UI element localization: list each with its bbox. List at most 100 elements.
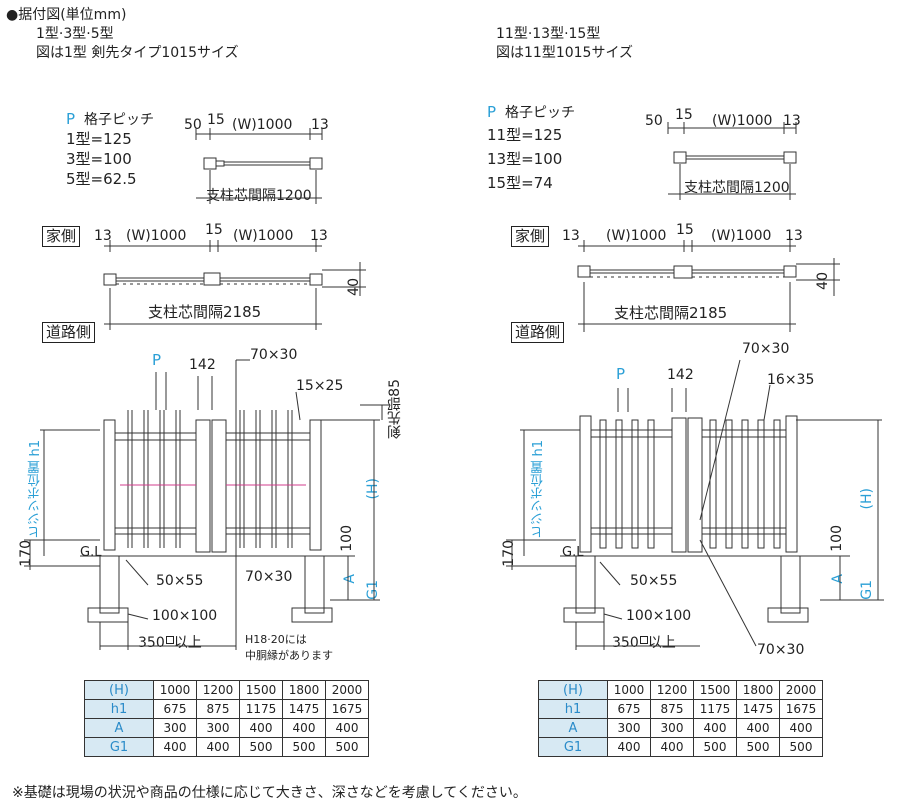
right-subtitle-1: 11型·13型·15型 <box>496 26 601 42</box>
table-cell: 2000 <box>325 680 369 700</box>
left-mid-dim-15: 15 <box>205 222 223 238</box>
right-road-side: 道路側 <box>511 322 565 344</box>
left-road-side: 道路側 <box>42 322 96 344</box>
right-top-dim-15: 15 <box>675 107 693 123</box>
table-cell: 1200 <box>196 680 240 700</box>
right-top-dim-w: (W)1000 <box>712 113 773 129</box>
right-top-dim-50: 50 <box>645 113 663 129</box>
left-mid-dim-w2: (W)1000 <box>233 228 294 244</box>
right-pickets <box>599 419 781 549</box>
left-subtitle-1: 1型·3型·5型 <box>36 26 114 42</box>
left-pitch-item-3: 5型=62.5 <box>66 170 137 188</box>
right-mid-dim-15: 15 <box>676 222 694 238</box>
table-cell: 1000 <box>607 680 651 700</box>
footer-note: ※基礎は現場の状況や商品の仕様に応じて大きさ、深さなどを考慮してください。 <box>12 785 527 801</box>
right-spec-table: (H) 1000 1200 1500 1800 2000 h1 675 875 … <box>538 680 823 757</box>
right-mid-dim-w2: (W)1000 <box>711 228 772 244</box>
left-mid-dim-w1: (W)1000 <box>126 228 187 244</box>
table-cell: (H) <box>84 680 154 700</box>
table-cell: 1175 <box>239 699 283 719</box>
left-elev-note2: 中胴縁があります <box>245 649 333 662</box>
right-mid-span: 支柱芯間隔2185 <box>614 304 728 322</box>
table-cell: 1800 <box>282 680 326 700</box>
table-cell: 500 <box>779 737 823 757</box>
table-cell: 1475 <box>736 699 780 719</box>
right-pitch-item-2: 13型=100 <box>487 150 563 168</box>
left-elev-100x100: 100×100 <box>152 608 218 624</box>
table-cell: 500 <box>282 737 326 757</box>
left-house-side: 家側 <box>42 226 81 248</box>
right-pitch-title: 格子ピッチ <box>505 105 575 121</box>
right-pitch-item-1: 11型=125 <box>487 126 563 144</box>
table-row: (H) 1000 1200 1500 1800 2000 <box>538 680 823 700</box>
right-mid-plan <box>577 240 840 332</box>
table-cell: 400 <box>650 737 694 757</box>
right-mid-dim-w1: (W)1000 <box>606 228 667 244</box>
table-cell: 1000 <box>153 680 197 700</box>
table-cell: 400 <box>282 718 326 738</box>
left-pitch-item-1: 1型=125 <box>66 130 132 148</box>
right-elev-16x35: 16×35 <box>767 372 815 388</box>
right-elev-50x55: 50×55 <box>630 573 678 589</box>
left-top-plan <box>195 128 323 204</box>
table-cell: h1 <box>538 699 608 719</box>
left-pickets <box>127 410 293 548</box>
table-cell: h1 <box>84 699 154 719</box>
right-pitch-p: P <box>487 103 497 121</box>
left-mid-dim-13b: 13 <box>310 228 328 244</box>
right-mid-dim-13b: 13 <box>785 228 803 244</box>
table-cell: 400 <box>196 737 240 757</box>
left-elev-p: P <box>152 351 162 369</box>
table-cell: (H) <box>538 680 608 700</box>
right-subtitle-2: 図は11型1015サイズ <box>496 45 634 61</box>
left-elev-142: 142 <box>189 357 216 373</box>
right-elev-142: 142 <box>667 367 694 383</box>
left-mid-plan <box>103 240 366 330</box>
left-top-dim-13: 13 <box>311 117 329 133</box>
left-elev-70x30b: 70×30 <box>245 569 293 585</box>
table-cell: 1500 <box>239 680 283 700</box>
table-cell: 1475 <box>282 699 326 719</box>
page-title: ●据付図(単位mm) <box>6 7 127 23</box>
table-cell: 400 <box>779 718 823 738</box>
table-cell: 400 <box>239 718 283 738</box>
table-cell: A <box>84 718 154 738</box>
table-cell: 400 <box>325 718 369 738</box>
table-row: h1 675 875 1175 1475 1675 <box>84 699 369 719</box>
table-cell: 1800 <box>736 680 780 700</box>
left-subtitle-2: 図は1型 剣先タイプ1015サイズ <box>36 45 239 61</box>
right-top-plan <box>667 122 797 200</box>
table-cell: 500 <box>736 737 780 757</box>
right-elev-p: P <box>616 365 626 383</box>
table-cell: 1200 <box>650 680 694 700</box>
left-elev-50x55: 50×55 <box>156 573 204 589</box>
table-row: h1 675 875 1175 1475 1675 <box>538 699 823 719</box>
table-cell: 1675 <box>779 699 823 719</box>
table-cell: 300 <box>153 718 197 738</box>
left-mid-span: 支柱芯間隔2185 <box>148 303 262 321</box>
table-cell: G1 <box>538 737 608 757</box>
table-row: (H) 1000 1200 1500 1800 2000 <box>84 680 369 700</box>
table-cell: 1500 <box>693 680 737 700</box>
left-elevation <box>24 359 390 650</box>
table-cell: A <box>538 718 608 738</box>
table-cell: 400 <box>153 737 197 757</box>
table-cell: 500 <box>239 737 283 757</box>
left-top-dim-w: (W)1000 <box>232 117 293 133</box>
table-cell: 300 <box>196 718 240 738</box>
table-row: G1 400 400 500 500 500 <box>84 737 369 757</box>
left-pitch-p: P <box>66 110 76 128</box>
right-house-side: 家側 <box>511 226 550 248</box>
table-cell: G1 <box>84 737 154 757</box>
left-pitch-title: 格子ピッチ <box>84 112 154 128</box>
right-elev-70x30b: 70×30 <box>757 642 805 658</box>
table-cell: 1675 <box>325 699 369 719</box>
right-mid-dim-13a: 13 <box>562 228 580 244</box>
table-cell: 675 <box>607 699 651 719</box>
table-cell: 400 <box>693 718 737 738</box>
right-top-span: 支柱芯間隔1200 <box>684 180 790 196</box>
left-elev-70x30: 70×30 <box>250 347 298 363</box>
table-cell: 300 <box>650 718 694 738</box>
right-pitch-item-3: 15型=74 <box>487 174 553 192</box>
